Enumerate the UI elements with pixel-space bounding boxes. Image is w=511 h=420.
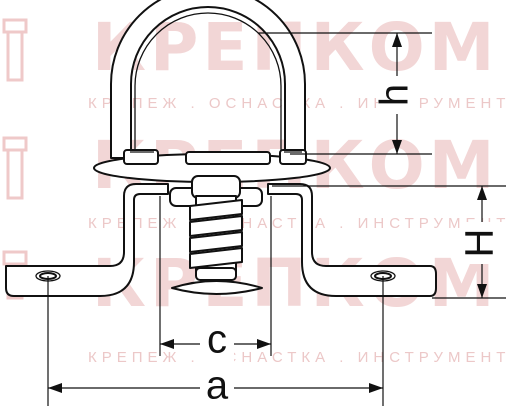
base-bracket xyxy=(5,183,437,297)
watermark-tagline-3: КРЕПЕЖ . ОСНАСТКА . ИНСТРУМЕНТ xyxy=(88,349,510,366)
top-plate xyxy=(93,149,331,183)
watermark-tagline-2: КРЕПЕЖ . ОСНАСТКА . ИНСТРУМЕНТ xyxy=(88,215,510,232)
dimension-c: c xyxy=(159,196,272,362)
bolt-logo-icon xyxy=(2,18,28,300)
dimension-h: h xyxy=(258,32,432,155)
dimension-label-H: H xyxy=(458,229,502,258)
dimension-label-c: c xyxy=(207,318,227,362)
dimension-a: a xyxy=(47,276,384,408)
dimension-label-a: a xyxy=(206,364,229,408)
watermark-brand-3: КРЕПКОМ xyxy=(92,245,498,322)
dimension-H: H xyxy=(272,185,506,299)
dimension-label-h: h xyxy=(373,84,417,106)
spring-plunger xyxy=(169,175,263,295)
u-shackle xyxy=(110,0,306,160)
